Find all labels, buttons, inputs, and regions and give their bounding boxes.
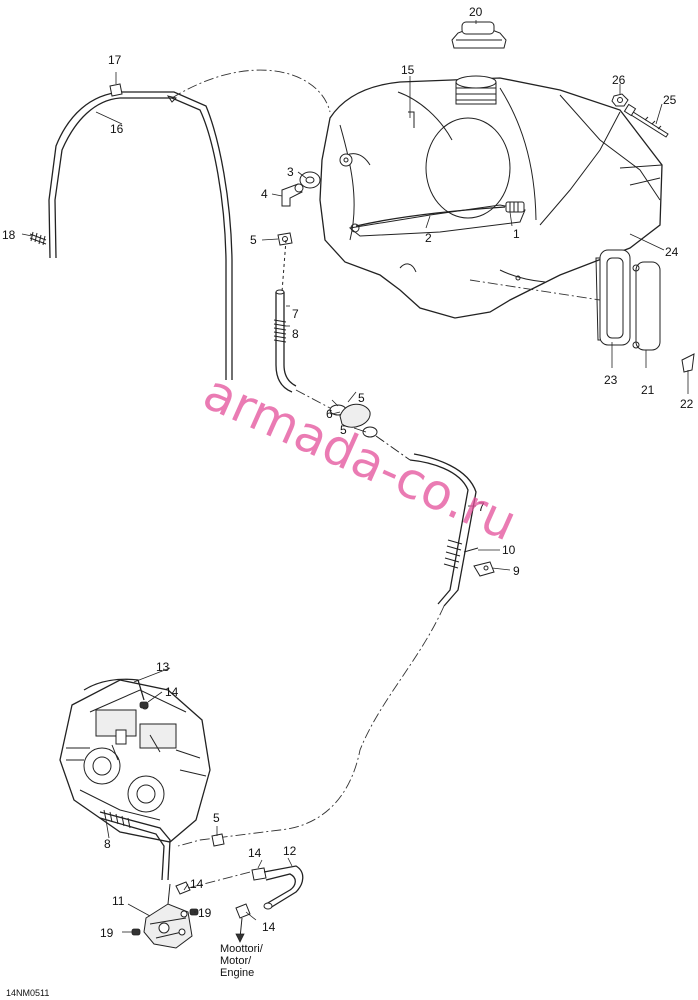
grommet-3	[299, 153, 353, 189]
fitting-1	[505, 201, 525, 213]
drawing-code: 14NM0511	[6, 988, 49, 998]
callout-20: 20	[469, 5, 483, 19]
callout-17: 17	[108, 53, 122, 67]
engine-note-line-2: Motor/	[220, 955, 252, 967]
callout-5-a: 5	[250, 233, 257, 247]
hose-13	[83, 678, 145, 701]
spring-8-lower	[99, 809, 171, 881]
callout-7-a: 7	[292, 307, 299, 321]
callout-13: 13	[156, 660, 170, 674]
vent-hose-12	[263, 865, 304, 910]
clip-22	[681, 353, 695, 373]
carburetor-assembly	[59, 679, 211, 843]
screw-10	[463, 547, 479, 553]
callout-9: 9	[513, 564, 520, 578]
callout-25: 25	[663, 93, 677, 107]
engine-note-line-3: Engine	[220, 967, 254, 979]
callout-8-a: 8	[292, 327, 299, 341]
fuel-hose-7-lower	[409, 453, 477, 607]
callout-14-c: 14	[190, 877, 204, 891]
engine-note-line-1: Moottori/	[220, 943, 264, 955]
callout-11: 11	[112, 894, 125, 908]
callout-7-b: 7	[478, 500, 485, 514]
fuel-hose-7-upper	[273, 239, 297, 393]
clamp-5-bottom	[211, 833, 225, 847]
callout-14-d: 14	[262, 920, 276, 934]
callout-8-b: 8	[104, 837, 111, 851]
tank-strap	[599, 249, 661, 351]
bolt-25	[623, 103, 669, 138]
callout-10: 10	[502, 543, 516, 557]
clamp-5-top	[277, 232, 293, 246]
callout-22: 22	[680, 397, 694, 411]
callout-labels: 1 2 3 4 5 7 8 5 6 5 7 10 9 13 14 8 5 14 …	[2, 5, 694, 940]
leader-lines	[21, 20, 689, 933]
callout-18: 18	[2, 228, 16, 242]
clip-9	[473, 561, 495, 577]
callout-19-a: 19	[198, 906, 212, 920]
clamps-14	[139, 701, 267, 919]
callout-5-c: 5	[340, 423, 347, 437]
callout-5-d: 5	[213, 811, 220, 825]
engine-note: Moottori/ Motor/ Engine	[220, 943, 264, 979]
callout-14-b: 14	[248, 846, 262, 860]
elbow-fitting-4	[281, 183, 304, 207]
callout-2: 2	[425, 231, 432, 245]
pickup-line-2	[355, 206, 506, 227]
callout-1: 1	[513, 227, 520, 241]
callout-12: 12	[283, 844, 297, 858]
callout-5-b: 5	[358, 391, 365, 405]
fuel-tank	[319, 75, 663, 341]
callout-23: 23	[604, 373, 618, 387]
callout-3: 3	[287, 165, 294, 179]
nut-26	[611, 93, 629, 107]
fuel-pump-11	[143, 883, 193, 949]
callout-6: 6	[326, 407, 333, 421]
callout-19-b: 19	[100, 926, 114, 940]
callout-26: 26	[612, 73, 626, 87]
callout-14-a: 14	[165, 685, 179, 699]
callout-24: 24	[665, 245, 679, 259]
vent-line-16	[48, 69, 331, 380]
clip-18	[29, 231, 47, 246]
callout-16: 16	[110, 122, 124, 136]
clip-17	[109, 83, 123, 97]
callout-4: 4	[261, 187, 268, 201]
fuel-filter-6	[295, 389, 411, 461]
tank-cap	[451, 21, 507, 49]
callout-21: 21	[641, 383, 655, 397]
callout-15: 15	[401, 63, 415, 77]
